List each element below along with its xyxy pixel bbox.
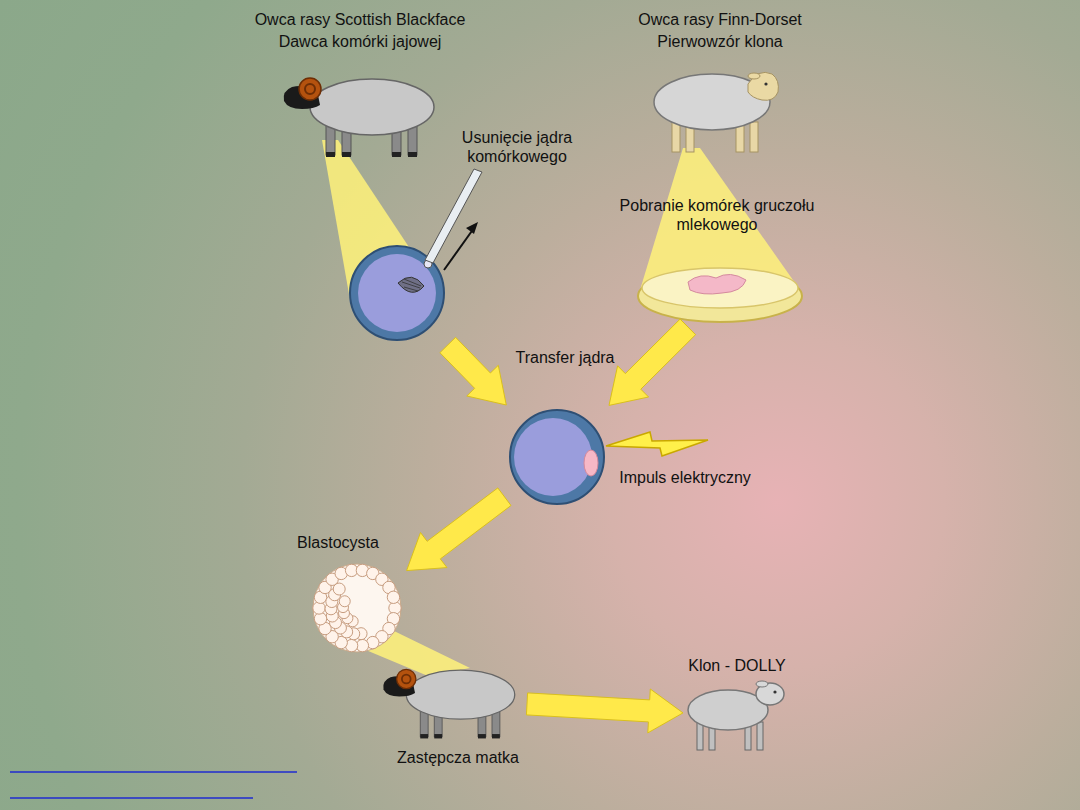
node-label: Pobranie komórek gruczołu mlekowego [612,196,822,234]
node-label: Transfer jądra [516,348,615,367]
surrogate-sheep: Zastępcza matka [380,652,520,747]
blastocyst: Blastocysta [313,564,401,652]
node-label: Owca rasy Finn-Dorset [638,10,802,29]
clone-lamb: Klon - DOLLY [690,680,785,752]
node-label: Blastocysta [297,533,379,552]
egg-cell: Usunięcie jądra komórkowego [350,246,444,340]
blastomere [339,596,350,607]
node-label: Zastępcza matka [397,748,519,767]
donor-sheep: Owca rasy Scottish BlackfaceDawca komórk… [280,65,440,160]
blastomere [387,591,399,603]
node-label: Pierwowzór klona [657,32,782,51]
fused-cell: Transfer jądraImpuls elektryczny [510,410,604,504]
block-arrow [440,337,506,405]
node-label: Owca rasy Scottish Blackface [255,10,466,29]
blastomere [333,583,345,595]
petri-dish: Pobranie komórek gruczołu mlekowego [638,268,802,322]
block-arrow [526,689,683,733]
node-label: Usunięcie jądra komórkowego [447,128,587,166]
node-label: Dawca komórki jajowej [279,32,442,51]
original-sheep: Owca rasy Finn-DorsetPierwowzór klona [650,62,780,157]
block-arrow [407,488,511,571]
node-label: Impuls elektryczny [619,468,751,487]
block-arrow [609,319,696,405]
node-label: Klon - DOLLY [688,656,786,675]
